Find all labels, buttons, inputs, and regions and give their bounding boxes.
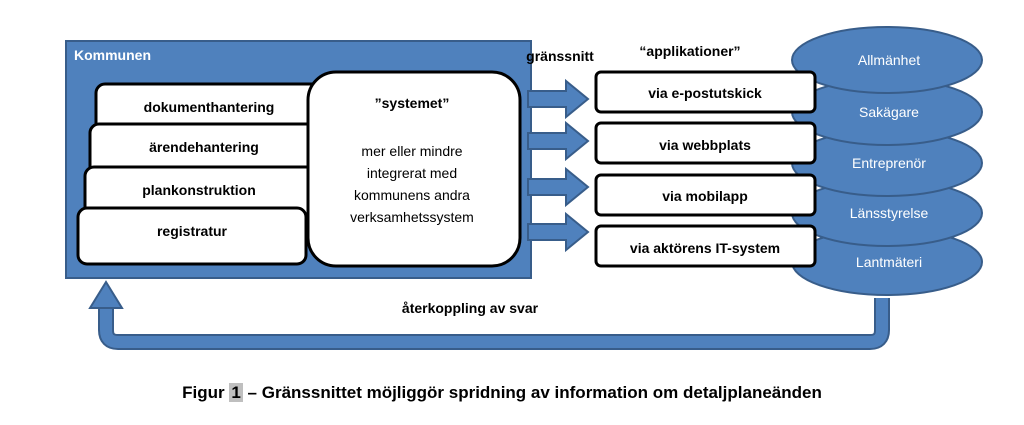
interface-arrow-2 [527,120,590,162]
actor-label-sakagare: Sakägare [859,104,919,120]
application-box-mobileapp [594,173,817,217]
actor-label-entreprenor: Entreprenör [852,155,926,171]
module-label-plankonstruktion: plankonstruktion [142,182,256,198]
interface-arrow-1 [527,78,590,120]
caption-figure-number: 1 [229,383,243,402]
application-label-mobileapp: via mobilapp [662,188,748,204]
module-label-registratur: registratur [157,223,228,239]
caption-prefix: Figur [182,383,230,402]
systemet-line-3: kommunens andra [354,187,470,203]
systemet-title: ”systemet” [375,95,450,111]
feedback-arrow-head [88,280,124,309]
systemet-line-4: verksamhetssystem [350,209,474,225]
feedback-arrow [88,280,890,350]
module-label-dokumenthantering: dokumenthantering [144,99,275,115]
systemet-line-1: mer eller mindre [361,143,462,159]
application-box-email [594,70,817,114]
module-box-registratur [76,206,308,266]
systemet-box [306,70,522,268]
applications-label: “applikationer” [639,43,740,59]
actor-label-lantmateri: Lantmäteri [856,254,922,270]
application-label-email: via e-postutskick [648,85,762,101]
caption-text: – Gränssnittet möjliggör spridning av in… [242,383,822,402]
kommunen-title: Kommunen [74,47,151,63]
interface-arrow-4 [527,211,590,253]
feedback-label: återkoppling av svar [402,300,539,316]
actor-label-allmanhet: Allmänhet [858,52,920,68]
actor-ellipse-allmanhet [791,26,983,94]
interface-label: gränssnitt [526,48,594,64]
systemet-line-2: integrerat med [367,165,457,181]
application-label-website: via webbplats [659,137,751,153]
figure-caption: Figur 1 – Gränssnittet möjliggör spridni… [0,383,1004,403]
module-label-arendehantering: ärendehantering [149,139,259,155]
application-box-website [594,121,817,165]
application-label-it-system: via aktörens IT-system [630,240,780,256]
actor-label-lansstyrelse: Länsstyrelse [850,205,929,221]
interface-arrow-3 [527,166,590,208]
application-box-it-system [594,224,817,268]
